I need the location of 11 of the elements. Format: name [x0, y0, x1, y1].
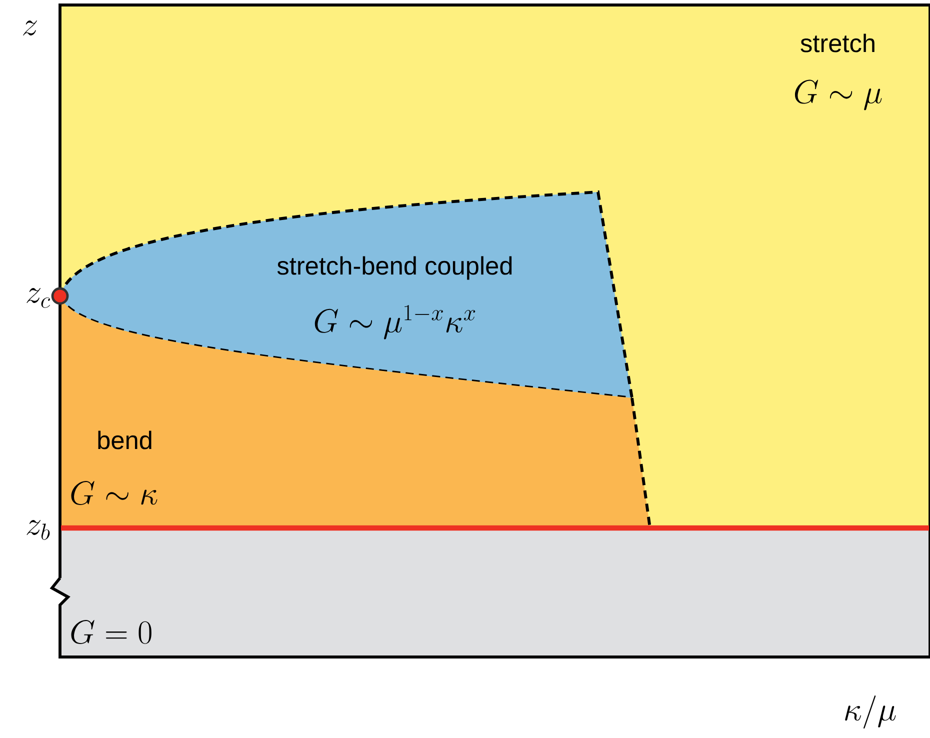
axis-label: $z_b$ — [26, 520, 50, 540]
formula: $G \sim \mu$ — [794, 80, 882, 110]
region-name: bend — [98, 430, 152, 450]
axis-label: $z$ — [23, 20, 37, 36]
formula: $G \sim \mu^{1-x}\kappa^x$ — [314, 304, 476, 340]
axis-label: $z_c$ — [26, 288, 50, 308]
region-name: stretch — [800, 34, 874, 52]
region-name: stretch-bend coupled — [277, 256, 512, 280]
axis-label: $\kappa/\mu$ — [845, 695, 896, 729]
formula: $G \sim \kappa$ — [71, 480, 158, 506]
formula: $G = 0$ — [71, 620, 152, 644]
